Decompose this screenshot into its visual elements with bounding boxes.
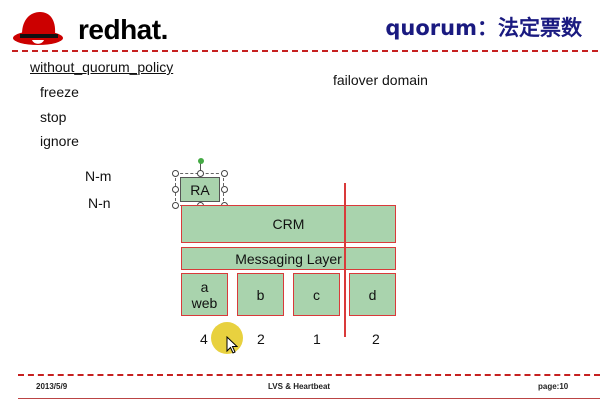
redhat-logo: redhat. xyxy=(8,4,178,48)
n-n-label: N-n xyxy=(88,195,111,211)
resize-handle-e[interactable] xyxy=(221,186,228,193)
resize-handle-ne[interactable] xyxy=(221,170,228,177)
node-a-box: a web xyxy=(181,273,228,316)
vote-count-a: 4 xyxy=(200,331,208,347)
vote-count-b: 2 xyxy=(257,331,265,347)
node-a-label: a xyxy=(200,278,209,295)
bottom-rule xyxy=(18,398,600,399)
logo-text: redhat. xyxy=(78,14,168,45)
shadowman-icon xyxy=(13,12,63,45)
resize-handle-sw[interactable] xyxy=(172,202,179,209)
vote-count-d: 2 xyxy=(372,331,380,347)
partition-line xyxy=(344,183,346,337)
slide-title: quorum：法定票数 xyxy=(385,16,582,40)
option-stop: stop xyxy=(40,109,67,125)
node-b-box: b xyxy=(237,273,284,316)
footer-date: 2013/5/9 xyxy=(36,382,68,391)
resize-handle-nw[interactable] xyxy=(172,170,179,177)
option-ignore: ignore xyxy=(40,133,79,149)
resize-handle-w[interactable] xyxy=(172,186,179,193)
policy-label: without_quorum_policy xyxy=(30,59,174,75)
messaging-layer-box: Messaging Layer xyxy=(181,247,396,270)
resize-handle-n[interactable] xyxy=(197,170,204,177)
bottom-divider xyxy=(18,374,600,376)
footer-title: LVS & Heartbeat xyxy=(268,382,331,391)
n-m-label: N-m xyxy=(85,168,112,184)
rotate-handle-line xyxy=(200,163,201,173)
node-a-sublabel: web xyxy=(191,294,218,311)
top-divider xyxy=(12,50,598,52)
rotate-handle[interactable] xyxy=(198,158,204,164)
node-d-box: d xyxy=(349,273,396,316)
crm-box: CRM xyxy=(181,205,396,243)
option-freeze: freeze xyxy=(40,84,79,100)
mouse-cursor-icon xyxy=(226,336,238,354)
footer-page-number: page:10 xyxy=(538,382,569,391)
vote-count-c: 1 xyxy=(313,331,321,347)
failover-domain-label: failover domain xyxy=(333,72,428,88)
ra-box[interactable]: RA xyxy=(180,177,220,202)
node-c-box: c xyxy=(293,273,340,316)
